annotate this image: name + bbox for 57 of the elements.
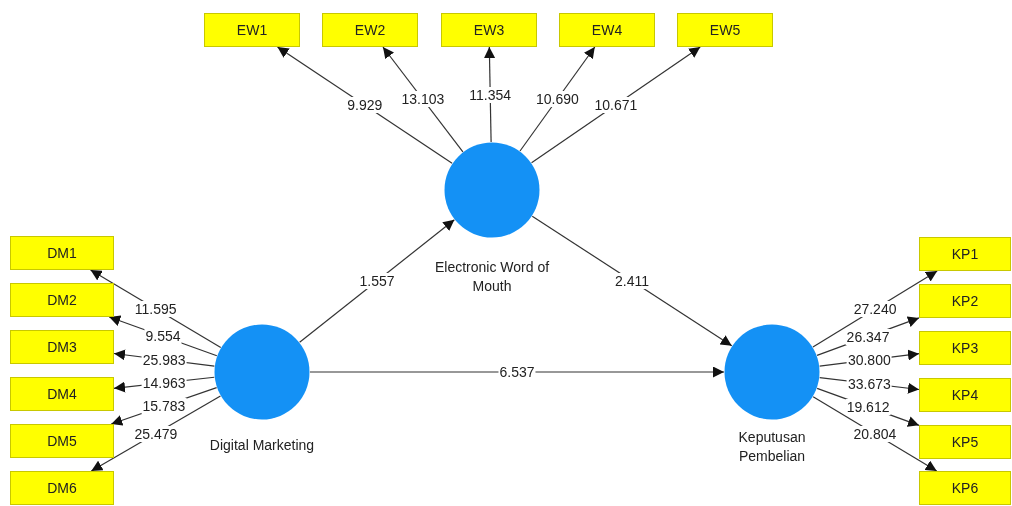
indicator-name: DM1 <box>47 245 77 261</box>
edge-label: 6.537 <box>498 364 536 380</box>
edge-label: 13.103 <box>400 91 446 108</box>
indicator-name: EW5 <box>709 22 741 38</box>
arrow <box>276 46 453 164</box>
indicator-name: EW3 <box>473 22 505 38</box>
edge-label: 27.240 <box>852 300 898 317</box>
indicator-box <box>10 330 114 364</box>
indicator-box <box>919 471 1011 505</box>
construct-name: Keputusan Pembelian <box>737 428 807 466</box>
indicator-name: EW4 <box>591 22 623 38</box>
indicator-box <box>919 237 1011 271</box>
indicator-name: DM4 <box>47 386 77 402</box>
indicator-name: KP3 <box>951 340 979 356</box>
edge-label: 15.783 <box>141 397 187 414</box>
edge-label: 9.929 <box>346 97 384 114</box>
indicator-box <box>919 425 1011 459</box>
indicator-name: DM6 <box>47 480 77 496</box>
indicator-box <box>919 378 1011 412</box>
edge-label: 9.554 <box>144 328 182 345</box>
construct-name: Electronic Word of Mouth <box>433 258 551 296</box>
indicator-name: KP4 <box>951 387 979 403</box>
indicator-name: EW1 <box>236 22 268 38</box>
indicator-box <box>322 13 418 47</box>
indicator-box <box>10 471 114 505</box>
edge-label: 19.612 <box>845 398 891 415</box>
indicator-name: DM3 <box>47 339 77 355</box>
edge-label: 1.557 <box>358 273 396 289</box>
indicator-name: KP1 <box>951 246 979 262</box>
indicator-name: KP2 <box>951 293 979 309</box>
edge-label: 11.595 <box>133 300 178 317</box>
indicator-box <box>10 377 114 411</box>
indicator-box <box>204 13 300 47</box>
edge-label: 20.804 <box>852 425 898 442</box>
construct-name: Digital Marketing <box>209 436 315 455</box>
arrow <box>519 46 596 152</box>
indicator-box <box>677 13 773 47</box>
arrow <box>299 219 455 343</box>
indicator-box <box>441 13 537 47</box>
edge-label: 25.479 <box>133 425 179 442</box>
indicator-name: DM5 <box>47 433 77 449</box>
indicator-box <box>10 236 114 270</box>
indicator-box <box>559 13 655 47</box>
edge-label: 2.411 <box>614 273 650 289</box>
indicator-box <box>919 284 1011 318</box>
indicator-name: EW2 <box>354 22 386 38</box>
edge-label: 11.354 <box>468 86 513 103</box>
indicator-name: DM2 <box>47 292 77 308</box>
edge-label: 10.690 <box>535 91 580 107</box>
indicator-box <box>919 331 1011 365</box>
indicator-box <box>10 283 114 317</box>
arrow <box>309 366 725 378</box>
indicator-name: KP6 <box>951 480 979 496</box>
edge-label: 10.671 <box>593 96 639 113</box>
indicator-box <box>10 424 114 458</box>
indicator-name: KP5 <box>951 434 979 450</box>
edge-label: 26.347 <box>845 328 891 345</box>
